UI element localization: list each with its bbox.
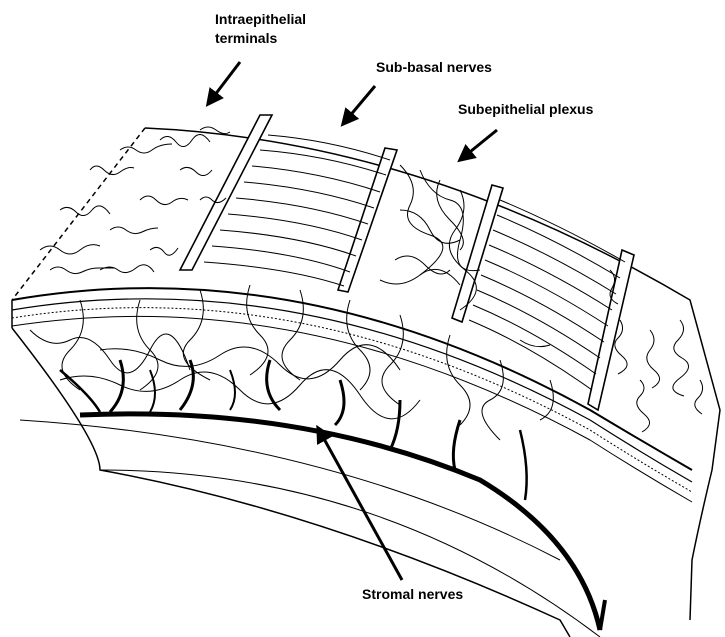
epithelial-slabs: [180, 115, 634, 410]
subepithelial-label: Subepithelial plexus: [458, 100, 593, 119]
intraepithelial-arrow: [208, 62, 240, 104]
stromal-label: Stromal nerves: [362, 585, 463, 604]
subepithelial-arrow: [460, 130, 497, 160]
intraepithelial-label-line2: terminals: [215, 29, 306, 48]
intraepithelial-label: Intraepithelial terminals: [215, 10, 306, 48]
subbasal-fibers: [204, 135, 625, 390]
stromal-nerves: [60, 360, 605, 630]
subbasal-label: Sub-basal nerves: [376, 58, 492, 77]
intraepithelial-label-line1: Intraepithelial: [215, 10, 306, 29]
subbasal-arrow: [343, 86, 375, 124]
